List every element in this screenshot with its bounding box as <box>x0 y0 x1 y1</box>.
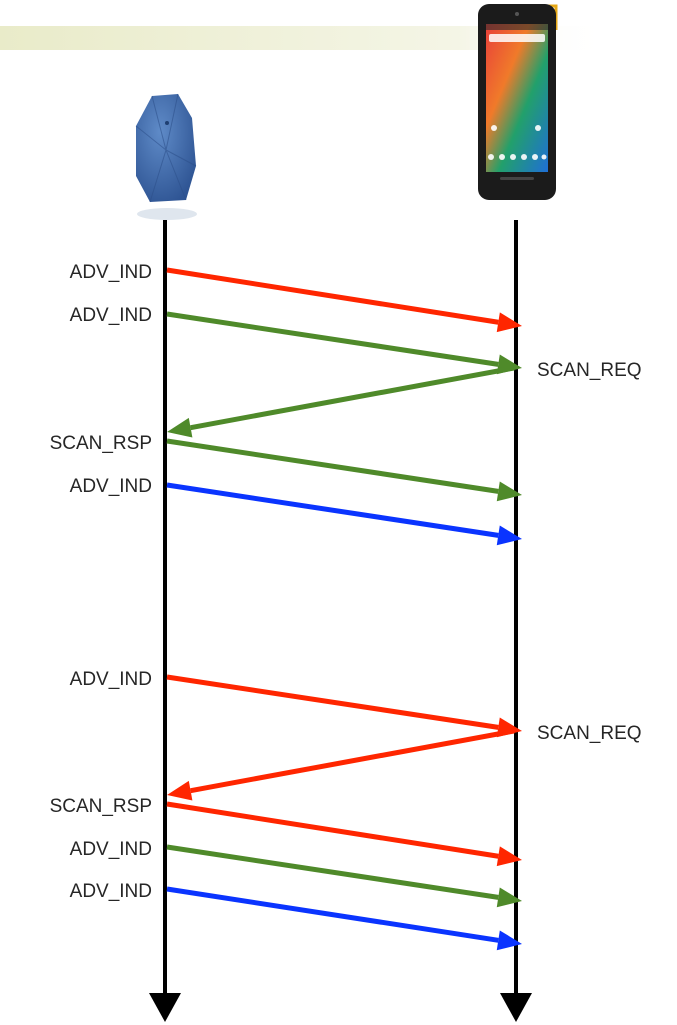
message-line <box>190 728 515 794</box>
message-line <box>166 438 499 494</box>
message-arrow-3 <box>167 365 515 438</box>
message-line <box>166 801 499 859</box>
arrowhead <box>496 481 522 502</box>
beacon-icon <box>135 93 197 220</box>
lifeline-left <box>149 220 181 1022</box>
message-line <box>166 674 499 730</box>
message-line <box>166 267 499 325</box>
message-line <box>166 311 499 367</box>
lifeline-right <box>500 220 532 1022</box>
message-arrow-10 <box>166 886 522 951</box>
message-line <box>166 886 499 943</box>
message-arrow-6 <box>166 674 522 738</box>
message-line <box>190 365 515 431</box>
message-group <box>166 267 522 951</box>
message-arrow-8 <box>166 801 522 867</box>
arrowhead <box>496 525 522 546</box>
message-arrow-2 <box>166 311 522 375</box>
label-group: ADV_IND ADV_IND SCAN_REQ SCAN_RSP ADV_IND ADV… <box>50 262 642 902</box>
message-arrow-1 <box>166 267 522 333</box>
message-label-8: SCAN_RSP <box>50 796 152 817</box>
arrowhead <box>496 846 522 867</box>
message-arrow-4 <box>166 438 522 502</box>
message-label-9: ADV_IND <box>70 839 152 860</box>
message-arrow-5 <box>166 482 522 546</box>
arrowhead <box>496 887 522 908</box>
message-label-7: SCAN_REQ <box>537 723 642 744</box>
message-arrow-7 <box>167 728 515 801</box>
message-label-5: ADV_IND <box>70 476 152 497</box>
arrowhead <box>496 312 522 333</box>
message-label-2: ADV_IND <box>70 305 152 326</box>
message-label-10: ADV_IND <box>70 881 152 902</box>
smartphone-icon <box>478 4 556 200</box>
message-label-1: ADV_IND <box>70 262 152 283</box>
arrowhead <box>496 930 522 951</box>
message-label-4: SCAN_RSP <box>50 433 152 454</box>
arrowhead <box>167 417 193 438</box>
message-line <box>166 482 499 538</box>
message-line <box>166 844 499 900</box>
message-arrow-9 <box>166 844 522 908</box>
message-label-6: ADV_IND <box>70 669 152 690</box>
message-label-3: SCAN_REQ <box>537 360 642 381</box>
arrowhead <box>167 780 193 801</box>
